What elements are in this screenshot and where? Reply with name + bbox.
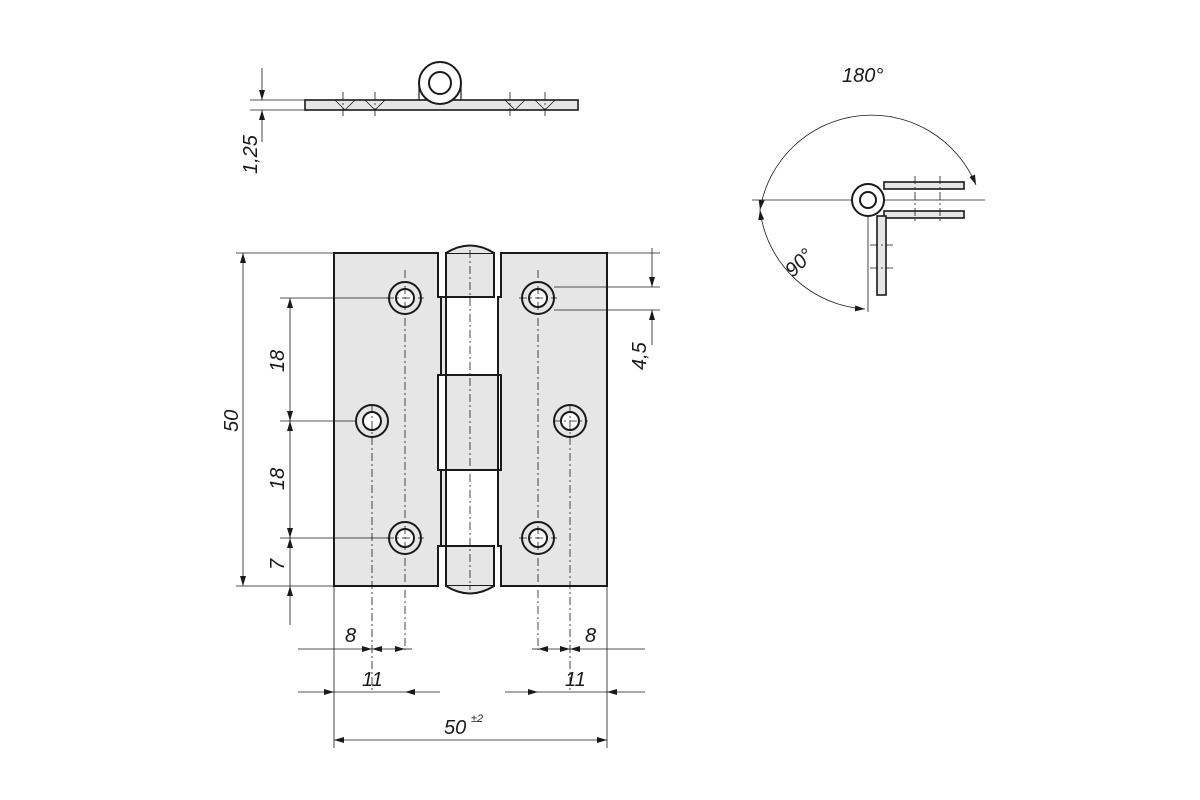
total-height-label: 50 bbox=[221, 410, 243, 432]
front-view bbox=[333, 244, 608, 690]
top-offset-label: 4,5 bbox=[629, 341, 651, 370]
angle-open-label: 180° bbox=[842, 65, 883, 87]
left-inner-label: 8 bbox=[345, 625, 356, 647]
right-outer-label: 11 bbox=[565, 669, 586, 691]
hole-spacing-1-label: 18 bbox=[267, 350, 289, 372]
dimension-lines: 50 18 18 7 4,5 8 11 bbox=[221, 248, 660, 748]
thickness-label: 1,25 bbox=[240, 134, 262, 174]
rotation-view: 180° 90° bbox=[752, 65, 985, 312]
total-width-label: 50 bbox=[444, 717, 466, 739]
right-inner-label: 8 bbox=[585, 625, 596, 647]
width-tolerance-label: ±2 bbox=[471, 713, 483, 725]
top-profile-view: 1,25 bbox=[240, 61, 579, 174]
hole-spacing-2-label: 18 bbox=[267, 468, 289, 490]
bottom-offset-label: 7 bbox=[267, 558, 289, 570]
left-outer-label: 11 bbox=[362, 669, 383, 691]
angle-right-label: 90° bbox=[781, 245, 818, 282]
